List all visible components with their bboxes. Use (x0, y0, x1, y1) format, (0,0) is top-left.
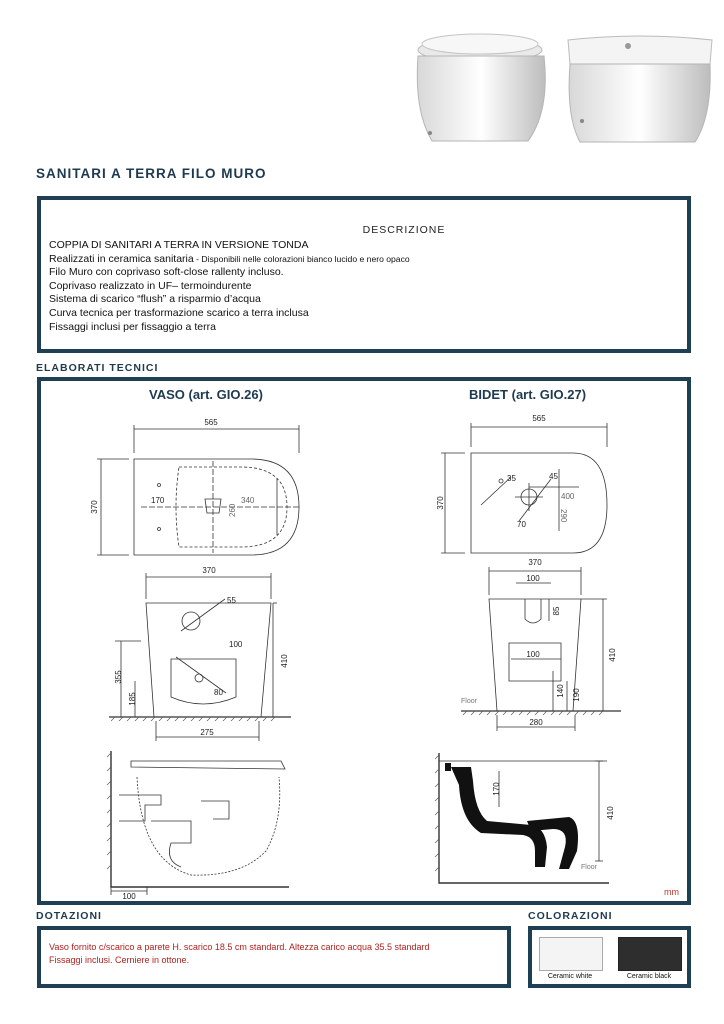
bidet-section-wall (438, 753, 609, 884)
vaso-dim-185: 185 (128, 692, 137, 706)
description-line: Realizzati in ceramica sanitaria - Dispo… (49, 252, 410, 265)
vaso-dim-410: 410 (280, 654, 289, 668)
description-line: COPPIA DI SANITARI A TERRA IN VERSIONE T… (49, 239, 309, 251)
colorazioni-label: COLORAZIONI (528, 910, 613, 922)
bidet-photo (567, 35, 713, 143)
bidet-dim-370-front: 370 (528, 558, 542, 567)
description-line: Curva tecnica per trasformazione scarico… (49, 306, 309, 319)
vaso-front-outline (145, 602, 272, 718)
bidet-dim-70: 70 (517, 520, 526, 529)
bidet-dim-170: 170 (492, 782, 501, 796)
description-line: Sistema di scarico “flush” a risparmio d… (49, 293, 261, 306)
bidet-top-outline (470, 452, 608, 554)
technical-section-label: ELABORATI TECNICI (36, 362, 159, 374)
vaso-title: VASO (art. GIO.26) (149, 387, 263, 402)
vaso-section-wall (110, 751, 289, 888)
bidet-dim-565: 565 (532, 414, 546, 423)
dotazioni-box: Vaso fornito c/scarico a parete H. scari… (37, 926, 511, 988)
bidet-dim-190: 190 (572, 688, 581, 702)
bidet-dim-35: 35 (507, 474, 516, 483)
dotazioni-label: DOTAZIONI (36, 910, 102, 922)
vaso-dim-340: 340 (241, 496, 255, 505)
bidet-dim-410b: 410 (606, 806, 615, 820)
vaso-dim-370: 370 (90, 500, 99, 514)
swatch-ceramic-white (539, 937, 603, 971)
vaso-dim-355: 355 (114, 670, 123, 684)
description-heading: DESCRIZIONE (362, 224, 446, 236)
bidet-title: BIDET (art. GIO.27) (469, 387, 587, 402)
vaso-dim-170: 170 (151, 496, 165, 505)
unit-label: mm (664, 887, 679, 897)
bidet-dim-410: 410 (608, 648, 617, 662)
bidet-dim-100b: 100 (526, 650, 540, 659)
bidet-dim-45: 45 (549, 472, 558, 481)
vaso-dim-565: 565 (204, 418, 218, 427)
vaso-dim-370-front: 370 (202, 566, 216, 575)
description-box: DESCRIZIONE COPPIA DI SANITARI A TERRA I… (37, 196, 691, 353)
bidet-dim-400: 400 (561, 492, 575, 501)
vaso-dim-pipe-100: 100 (122, 892, 136, 901)
bidet-dim-280: 280 (529, 718, 543, 727)
bidet-dim-140: 140 (556, 684, 565, 698)
description-line: Fissaggi inclusi per fissaggio a terra (49, 320, 216, 333)
dotazioni-line-2: Fissaggi inclusi. Cerniere in ottone. (49, 955, 190, 965)
vaso-dim-55: 55 (227, 596, 236, 605)
swatch-label-white: Ceramic white (547, 973, 593, 980)
vaso-dim-80: 80 (214, 688, 223, 697)
swatch-label-black: Ceramic black (626, 973, 672, 980)
vaso-dim-275: 275 (200, 728, 214, 737)
dotazioni-line-1: Vaso fornito c/scarico a parete H. scari… (49, 942, 430, 952)
description-line: Coprivaso realizzato in UF– termoinduren… (49, 279, 252, 292)
bidet-dim-370: 370 (436, 496, 445, 510)
swatch-ceramic-black (618, 937, 682, 971)
vaso-dim-260: 260 (228, 503, 237, 517)
color-availability-note: - Disponibili nelle colorazioni bianco l… (193, 253, 410, 264)
bidet-section-profile (451, 767, 547, 867)
bidet-dim-290: 290 (559, 509, 568, 523)
colorazioni-box: Ceramic white Ceramic black (528, 926, 691, 988)
technical-drawings-box: VASO (art. GIO.26) BIDET (art. GIO.27) m… (37, 377, 691, 905)
product-photos (416, 33, 713, 143)
technical-drawings: 565 370 170 340 260 370 55 100 80 355 18… (90, 414, 621, 901)
description-line: Filo Muro con coprivaso soft-close ralle… (49, 266, 284, 279)
bidet-floor-label-2: Floor (581, 864, 598, 871)
bidet-dim-85: 85 (552, 606, 561, 615)
page-title: SANITARI A TERRA FILO MURO (36, 166, 267, 181)
bidet-dim-100: 100 (526, 574, 540, 583)
bidet-floor-label: Floor (461, 698, 478, 705)
toilet-photo (416, 33, 546, 142)
vaso-dim-100: 100 (229, 640, 243, 649)
